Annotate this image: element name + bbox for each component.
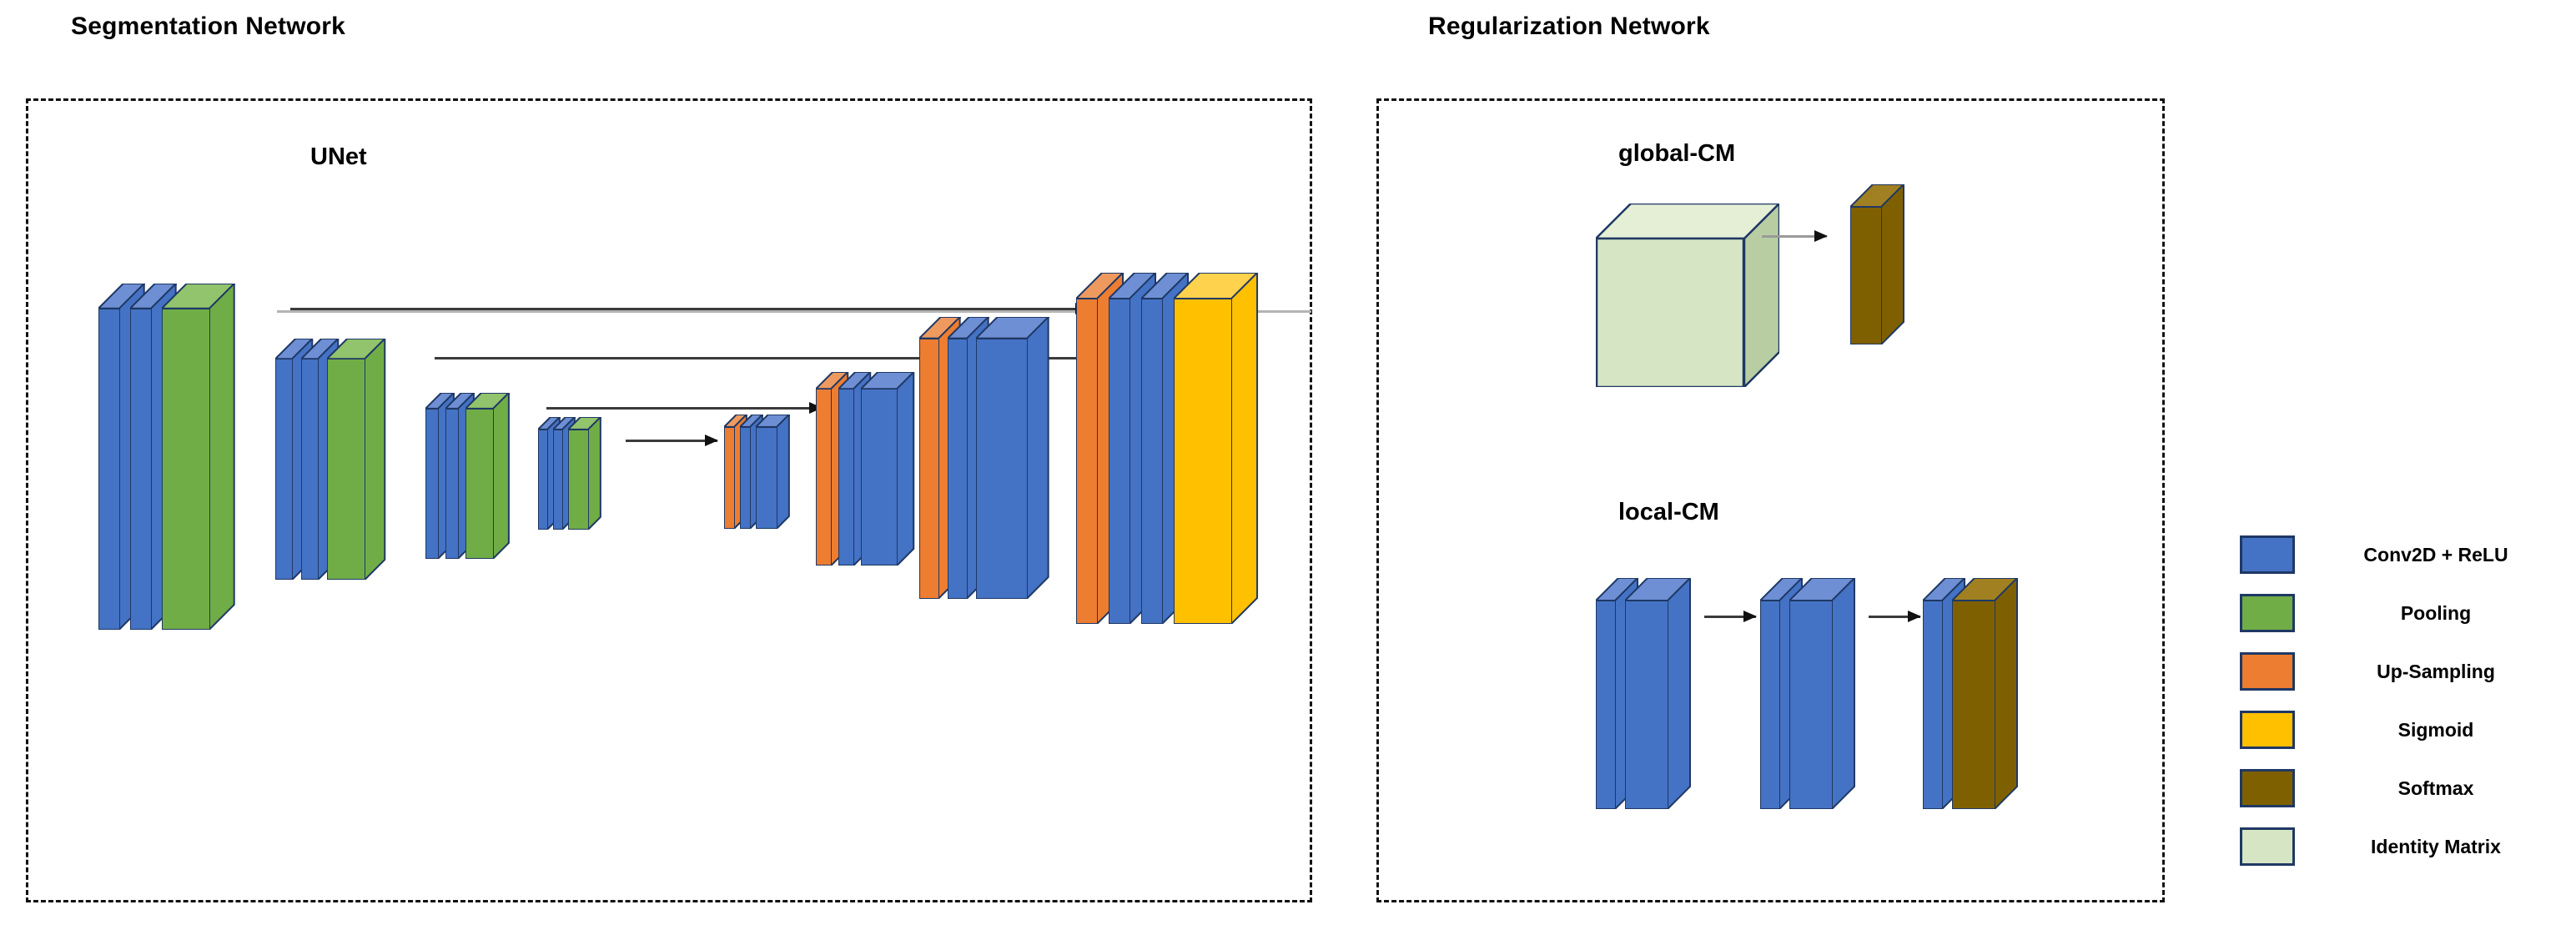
legend-item-softmax: Softmax — [2240, 769, 2540, 807]
unet-decoder-dec-3-slab-2-conv — [948, 317, 989, 599]
unet-encoder-enc-3-slab-3-pool — [465, 393, 510, 559]
unet-encoder-enc-2-slab-3-pool — [327, 338, 386, 580]
unet-encoder-enc-3-slab-2-conv-front-face — [445, 409, 459, 559]
unet-encoder-enc-1-slab-2-conv — [130, 284, 177, 630]
legend-swatch-sigmoid — [2240, 711, 2295, 749]
legend-label-conv: Conv2D + ReLU — [2363, 543, 2508, 566]
unet-encoder-enc-2-slab-2-conv — [301, 338, 340, 580]
unet-decoder-dec-1-slab-2-conv — [740, 415, 763, 529]
unet-decoder-dec-3-slab-3-conv-front-face — [976, 339, 1028, 599]
unet-encoder-enc-1-slab-3-pool-front-face — [162, 309, 210, 630]
unet-encoder-enc-1-slab-1-conv — [98, 284, 145, 630]
local-cm-local-group-3-slab-2-softmax — [1952, 578, 2018, 809]
legend-swatch-pool — [2240, 594, 2295, 632]
unet-decoder-dec-3-slab-1-upsample — [919, 317, 961, 599]
unet-decoder-dec-1-slab-1-upsample — [724, 415, 747, 529]
unet-decoder-dec-2-slab-3-conv-front-face — [861, 389, 898, 566]
legend-item-sigmoid: Sigmoid — [2240, 711, 2540, 749]
legend-label-softmax: Softmax — [2397, 777, 2474, 799]
unet-decoder-dec-4-slab-4-sigmoid — [1174, 272, 1259, 624]
local-cm-title: local-CM — [1618, 499, 1719, 525]
unet-decoder-dec-3-slab-2-conv-front-face — [948, 339, 968, 599]
global-cm-title: global-CM — [1618, 140, 1736, 167]
legend-label-identity: Identity Matrix — [2371, 835, 2501, 857]
local-cm-local-group-1-slab-2-conv-front-face — [1625, 601, 1668, 809]
segmentation-network-title: Segmentation Network — [71, 13, 346, 40]
unet-encoder-enc-1-slab-1-conv-front-face — [98, 309, 120, 630]
global-cm-softmax-slab — [1850, 184, 1904, 344]
identity-matrix-cube — [1596, 204, 1779, 387]
unet-decoder-dec-4-slab-1-upsample-front-face — [1076, 299, 1098, 624]
unet-encoder-enc-2-slab-2-conv-front-face — [301, 359, 319, 580]
legend-swatch-upsample — [2240, 652, 2295, 691]
unet-top-rule — [277, 310, 1311, 313]
unet-decoder-dec-2-slab-3-conv — [861, 371, 915, 566]
unet-decoder-dec-4-slab-3-conv-front-face — [1141, 299, 1163, 624]
unet-encoder-enc-4-slab-2-conv — [553, 417, 576, 530]
local-cm-local-group-2-slab-2-conv — [1789, 578, 1855, 809]
local-cm-local-group-1-slab-1-conv-front-face — [1596, 601, 1616, 809]
unet-encoder-enc-4-slab-1-conv — [538, 417, 561, 530]
legend-label-pool: Pooling — [2400, 601, 2472, 624]
unet-decoder-dec-2-slab-1-upsample-front-face — [816, 389, 832, 566]
unet-encoder-enc-3-slab-1-conv — [425, 393, 455, 559]
unet-encoder-enc-3-slab-3-pool-front-face — [465, 409, 494, 559]
segmentation-network-box — [26, 98, 1312, 902]
unet-decoder-dec-2-slab-2-conv — [838, 371, 872, 566]
unet-decoder-dec-3-slab-3-conv — [976, 317, 1049, 599]
unet-decoder-dec-1-slab-1-upsample-front-face — [724, 427, 735, 529]
legend-swatch-identity — [2240, 827, 2295, 866]
legend-item-pool: Pooling — [2240, 594, 2540, 632]
local-cm-local-group-3-slab-1-conv-front-face — [1923, 601, 1943, 809]
unet-title: UNet — [310, 143, 367, 170]
unet-decoder-dec-4-slab-4-sigmoid-front-face — [1174, 299, 1232, 624]
legend-label-sigmoid: Sigmoid — [2397, 718, 2474, 741]
unet-decoder-dec-3-slab-1-upsample-front-face — [919, 339, 939, 599]
unet-encoder-enc-4-slab-3-pool — [568, 417, 601, 530]
unet-encoder-enc-2-slab-1-conv — [275, 338, 314, 580]
local-cm-local-group-1-slab-1-conv — [1596, 578, 1638, 809]
unet-encoder-enc-3-slab-2-conv — [445, 393, 475, 559]
local-cm-local-group-2-slab-2-conv-front-face — [1789, 601, 1833, 809]
unet-encoder-enc-3-slab-1-conv-front-face — [425, 409, 439, 559]
legend-item-upsample: Up-Sampling — [2240, 652, 2540, 691]
unet-decoder-dec-4-slab-2-conv — [1109, 272, 1157, 624]
unet-encoder-enc-4-slab-2-conv-front-face — [553, 430, 563, 530]
unet-decoder-dec-4-slab-2-conv-front-face — [1109, 299, 1130, 624]
legend-item-identity: Identity Matrix — [2240, 827, 2540, 866]
unet-encoder-enc-2-slab-1-conv-front-face — [275, 359, 293, 580]
unet-encoder-enc-2-slab-3-pool-front-face — [327, 359, 365, 580]
legend-label-upsample: Up-Sampling — [2377, 660, 2495, 682]
unet-encoder-enc-1-slab-3-pool — [162, 284, 235, 630]
unet-decoder-dec-1-slab-2-conv-front-face — [740, 427, 751, 529]
cube-front-face — [1596, 237, 1745, 387]
local-cm-local-group-2-slab-1-conv — [1760, 578, 1803, 809]
unet-decoder-dec-1-slab-3-conv — [756, 415, 790, 529]
legend-item-conv: Conv2D + ReLU — [2240, 535, 2540, 574]
unet-encoder-enc-4-slab-3-pool-front-face — [568, 430, 589, 530]
unet-decoder-dec-1-slab-3-conv-front-face — [756, 427, 777, 529]
unet-decoder-dec-4-slab-1-upsample — [1076, 272, 1124, 624]
local-cm-local-group-1-slab-2-conv — [1625, 578, 1691, 809]
legend-swatch-conv — [2240, 535, 2295, 574]
unet-decoder-dec-2-slab-2-conv-front-face — [838, 389, 854, 566]
global-cm-softmax-slab-front-face — [1850, 207, 1882, 344]
local-cm-local-group-3-slab-1-conv — [1923, 578, 1965, 809]
regularization-network-box — [1376, 98, 2165, 902]
unet-decoder-dec-4-slab-3-conv — [1141, 272, 1190, 624]
legend-swatch-softmax — [2240, 769, 2295, 807]
regularization-network-title: Regularization Network — [1428, 13, 1710, 40]
unet-decoder-dec-2-slab-1-upsample — [816, 371, 849, 566]
local-cm-local-group-2-slab-1-conv-front-face — [1760, 601, 1780, 809]
local-cm-local-group-3-slab-2-softmax-front-face — [1952, 601, 1995, 809]
unet-encoder-enc-1-slab-2-conv-front-face — [130, 309, 152, 630]
unet-encoder-enc-4-slab-1-conv-front-face — [538, 430, 548, 530]
